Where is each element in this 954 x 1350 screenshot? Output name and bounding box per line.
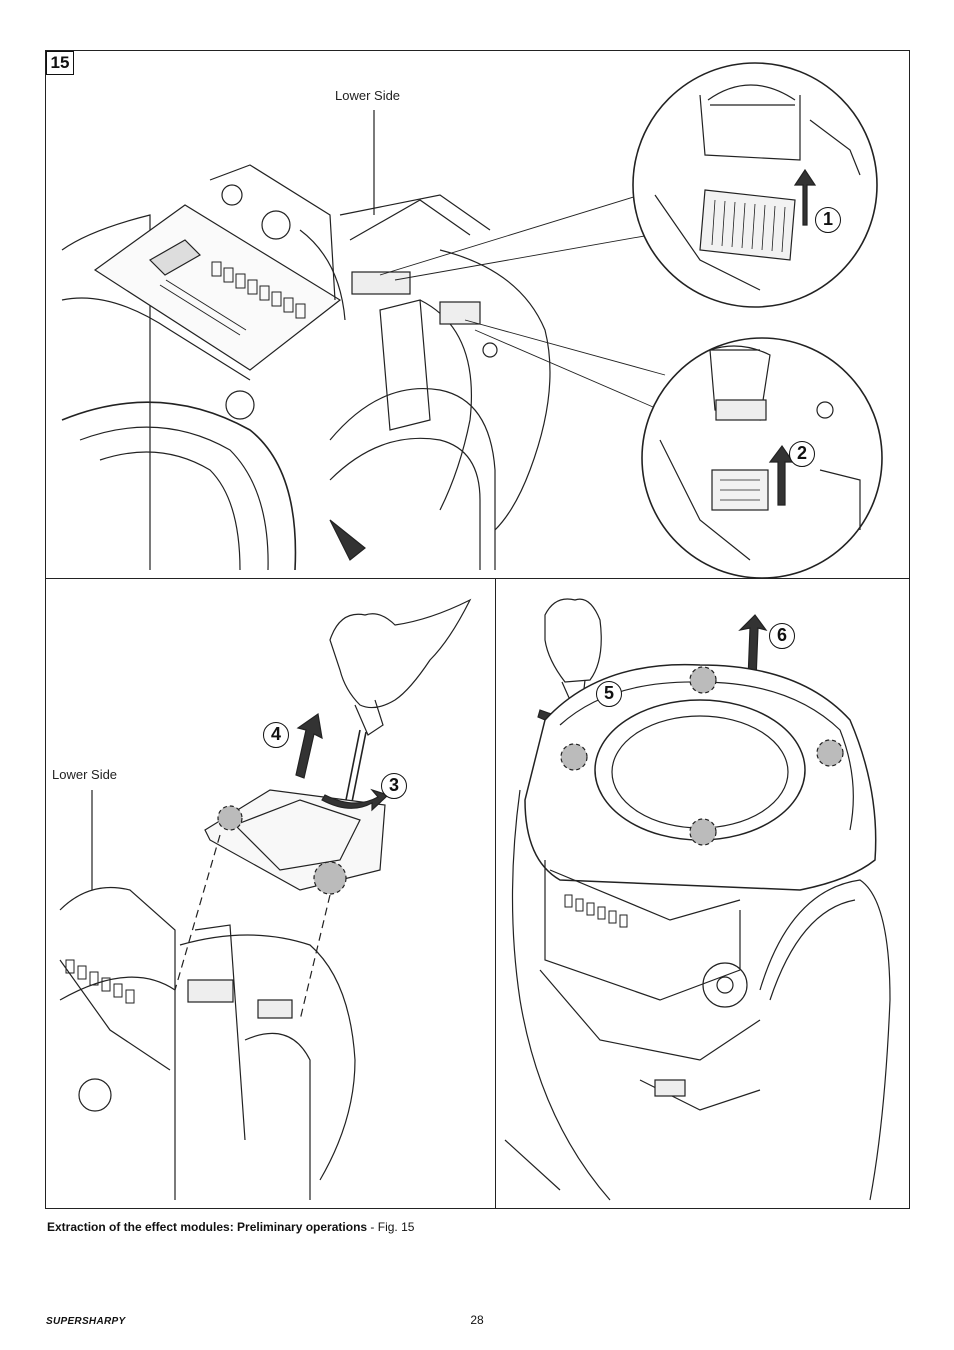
figure-caption-title: Extraction of the effect modules: Prelim… — [47, 1220, 368, 1234]
figure-caption: Extraction of the effect modules: Prelim… — [47, 1220, 414, 1234]
page-number: 28 — [470, 1313, 484, 1327]
callout-4: 4 — [263, 722, 289, 748]
callout-3: 3 — [381, 773, 407, 799]
footer-brand: SUPERSHARPY — [46, 1316, 126, 1327]
callout-1: 1 — [815, 207, 841, 233]
callout-6: 6 — [769, 623, 795, 649]
bottom-right-drawing — [504, 598, 891, 1201]
lower-side-label-top: Lower Side — [335, 88, 401, 103]
zoom-circle-1 — [632, 62, 878, 308]
callout-5: 5 — [596, 681, 622, 707]
callout-2: 2 — [789, 441, 815, 467]
figure-number: 15 — [46, 51, 74, 75]
zoom-circle-2 — [641, 337, 883, 579]
figure-panel-bottom-right — [495, 578, 910, 1209]
top-fixture-drawing — [61, 110, 666, 571]
figure-caption-ref: - Fig. 15 — [367, 1220, 415, 1234]
bottom-left-drawing — [59, 598, 472, 1200]
lower-side-label-bottom: Lower Side — [52, 767, 118, 782]
